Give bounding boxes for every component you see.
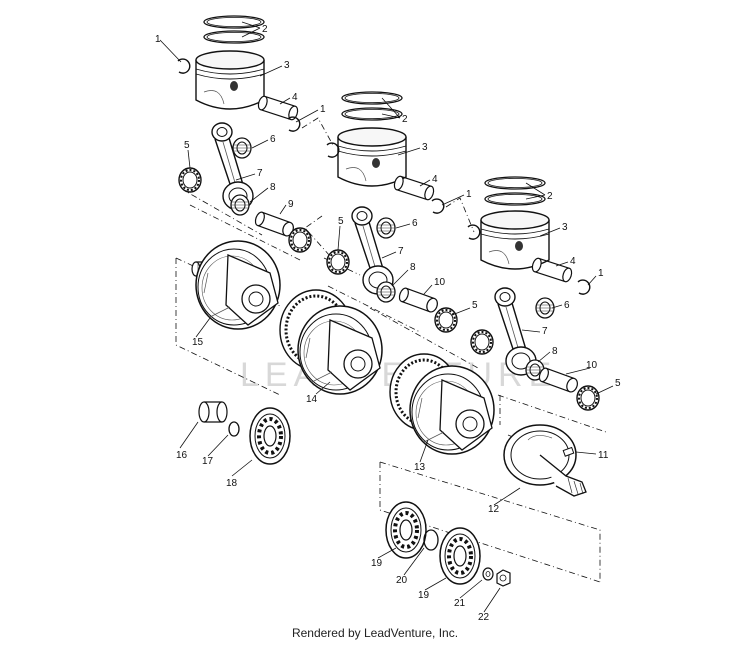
callout-4a: 4 bbox=[292, 92, 298, 103]
callout-8b: 8 bbox=[410, 262, 416, 273]
piston-2 bbox=[337, 127, 407, 187]
cylinder-2-group bbox=[326, 91, 458, 333]
callout-12: 12 bbox=[488, 504, 500, 515]
callout-7b: 7 bbox=[398, 246, 404, 257]
callout-2b: 2 bbox=[402, 114, 408, 125]
callout-8a: 8 bbox=[270, 182, 276, 193]
crank-seal-2b bbox=[434, 307, 458, 333]
callout-18: 18 bbox=[226, 478, 238, 489]
crank-seal-1b bbox=[288, 227, 312, 253]
ring-20 bbox=[423, 529, 439, 551]
main-bearing-18 bbox=[248, 406, 292, 466]
callout-9a: 9 bbox=[288, 199, 294, 210]
callout-5c: 5 bbox=[472, 300, 478, 311]
callout-labels: 1 2 3 4 1 2 3 4 1 2 3 4 1 5 6 7 8 9 5 6 … bbox=[155, 24, 621, 623]
callout-3a: 3 bbox=[284, 60, 290, 71]
callout-13: 13 bbox=[414, 462, 426, 473]
callout-22: 22 bbox=[478, 612, 490, 623]
callout-17: 17 bbox=[202, 456, 214, 467]
callout-4c: 4 bbox=[570, 256, 576, 267]
callout-15: 15 bbox=[192, 337, 204, 348]
callout-20: 20 bbox=[396, 575, 408, 586]
callout-1d: 1 bbox=[598, 268, 604, 279]
callout-1b: 1 bbox=[320, 104, 326, 115]
main-bearing-19b bbox=[438, 526, 482, 586]
callout-4b: 4 bbox=[432, 174, 438, 185]
needle-bearing-small-3 bbox=[535, 297, 555, 319]
wrist-pin-2 bbox=[392, 174, 436, 202]
callout-8c: 8 bbox=[552, 346, 558, 357]
callout-1c: 1 bbox=[466, 189, 472, 200]
callout-1a: 1 bbox=[155, 34, 161, 45]
callout-2a: 2 bbox=[262, 24, 268, 35]
callout-2c: 2 bbox=[547, 191, 553, 202]
callout-10b: 10 bbox=[586, 360, 598, 371]
callout-21: 21 bbox=[454, 598, 466, 609]
callout-7a: 7 bbox=[257, 168, 263, 179]
callout-5d: 5 bbox=[615, 378, 621, 389]
callout-3b: 3 bbox=[422, 142, 428, 153]
callout-19a: 19 bbox=[371, 558, 383, 569]
piston-ring-3b bbox=[484, 192, 546, 206]
callout-10a: 10 bbox=[434, 277, 446, 288]
callout-16: 16 bbox=[176, 450, 188, 461]
bearing-group-left bbox=[198, 401, 292, 466]
crank-web-13 bbox=[409, 365, 495, 455]
circlip-2b bbox=[431, 198, 445, 214]
piston-ring-1b bbox=[203, 30, 265, 44]
woodruff-key-11 bbox=[562, 446, 575, 457]
callout-14: 14 bbox=[306, 394, 318, 405]
circlip-3a bbox=[467, 224, 481, 240]
callout-leaders bbox=[159, 21, 614, 613]
wrist-pin-3 bbox=[530, 256, 574, 284]
callout-6a: 6 bbox=[270, 134, 276, 145]
needle-bearing-small-2 bbox=[376, 217, 396, 239]
crank-seal-2 bbox=[326, 249, 350, 275]
piston-ring-2a bbox=[341, 91, 403, 105]
callout-7c: 7 bbox=[542, 326, 548, 337]
crank-seal-3 bbox=[470, 329, 494, 355]
callout-6b: 6 bbox=[412, 218, 418, 229]
crank-web-14 bbox=[297, 305, 383, 395]
bearing-group-bottom bbox=[384, 500, 511, 587]
needle-bearing-big-2 bbox=[376, 281, 396, 303]
crankshaft-section-14 bbox=[279, 289, 383, 395]
crank-web-15 bbox=[195, 240, 281, 330]
crank-seal-3b bbox=[576, 385, 600, 411]
needle-bearing-big-1 bbox=[230, 194, 250, 216]
crankshaft-section-15 bbox=[191, 240, 281, 330]
circlip-3b bbox=[577, 279, 591, 295]
main-bearing-19a bbox=[384, 500, 428, 560]
crankshaft-section-12 bbox=[503, 424, 587, 497]
piston-ring-3a bbox=[484, 176, 546, 190]
callout-6c: 6 bbox=[564, 300, 570, 311]
callout-19b: 19 bbox=[418, 590, 430, 601]
needle-bearing-small-1 bbox=[232, 137, 252, 159]
washer-21 bbox=[482, 567, 494, 581]
crankshaft-section-13 bbox=[389, 353, 495, 455]
spacer-10a bbox=[397, 286, 440, 315]
connecting-rod-1 bbox=[211, 122, 254, 211]
nut-22 bbox=[496, 569, 511, 587]
footer-credit: Rendered by LeadVenture, Inc. bbox=[291, 626, 459, 640]
o-ring-17 bbox=[228, 421, 240, 437]
callout-5a: 5 bbox=[184, 140, 190, 151]
cylinder-1-group bbox=[177, 15, 312, 253]
piston-1 bbox=[195, 50, 265, 110]
crank-seal-1 bbox=[178, 167, 202, 193]
callout-3c: 3 bbox=[562, 222, 568, 233]
callout-5b: 5 bbox=[338, 216, 344, 227]
dashed-leader-lines bbox=[175, 117, 607, 583]
callout-11: 11 bbox=[598, 450, 609, 461]
circlip-2a bbox=[326, 142, 340, 158]
